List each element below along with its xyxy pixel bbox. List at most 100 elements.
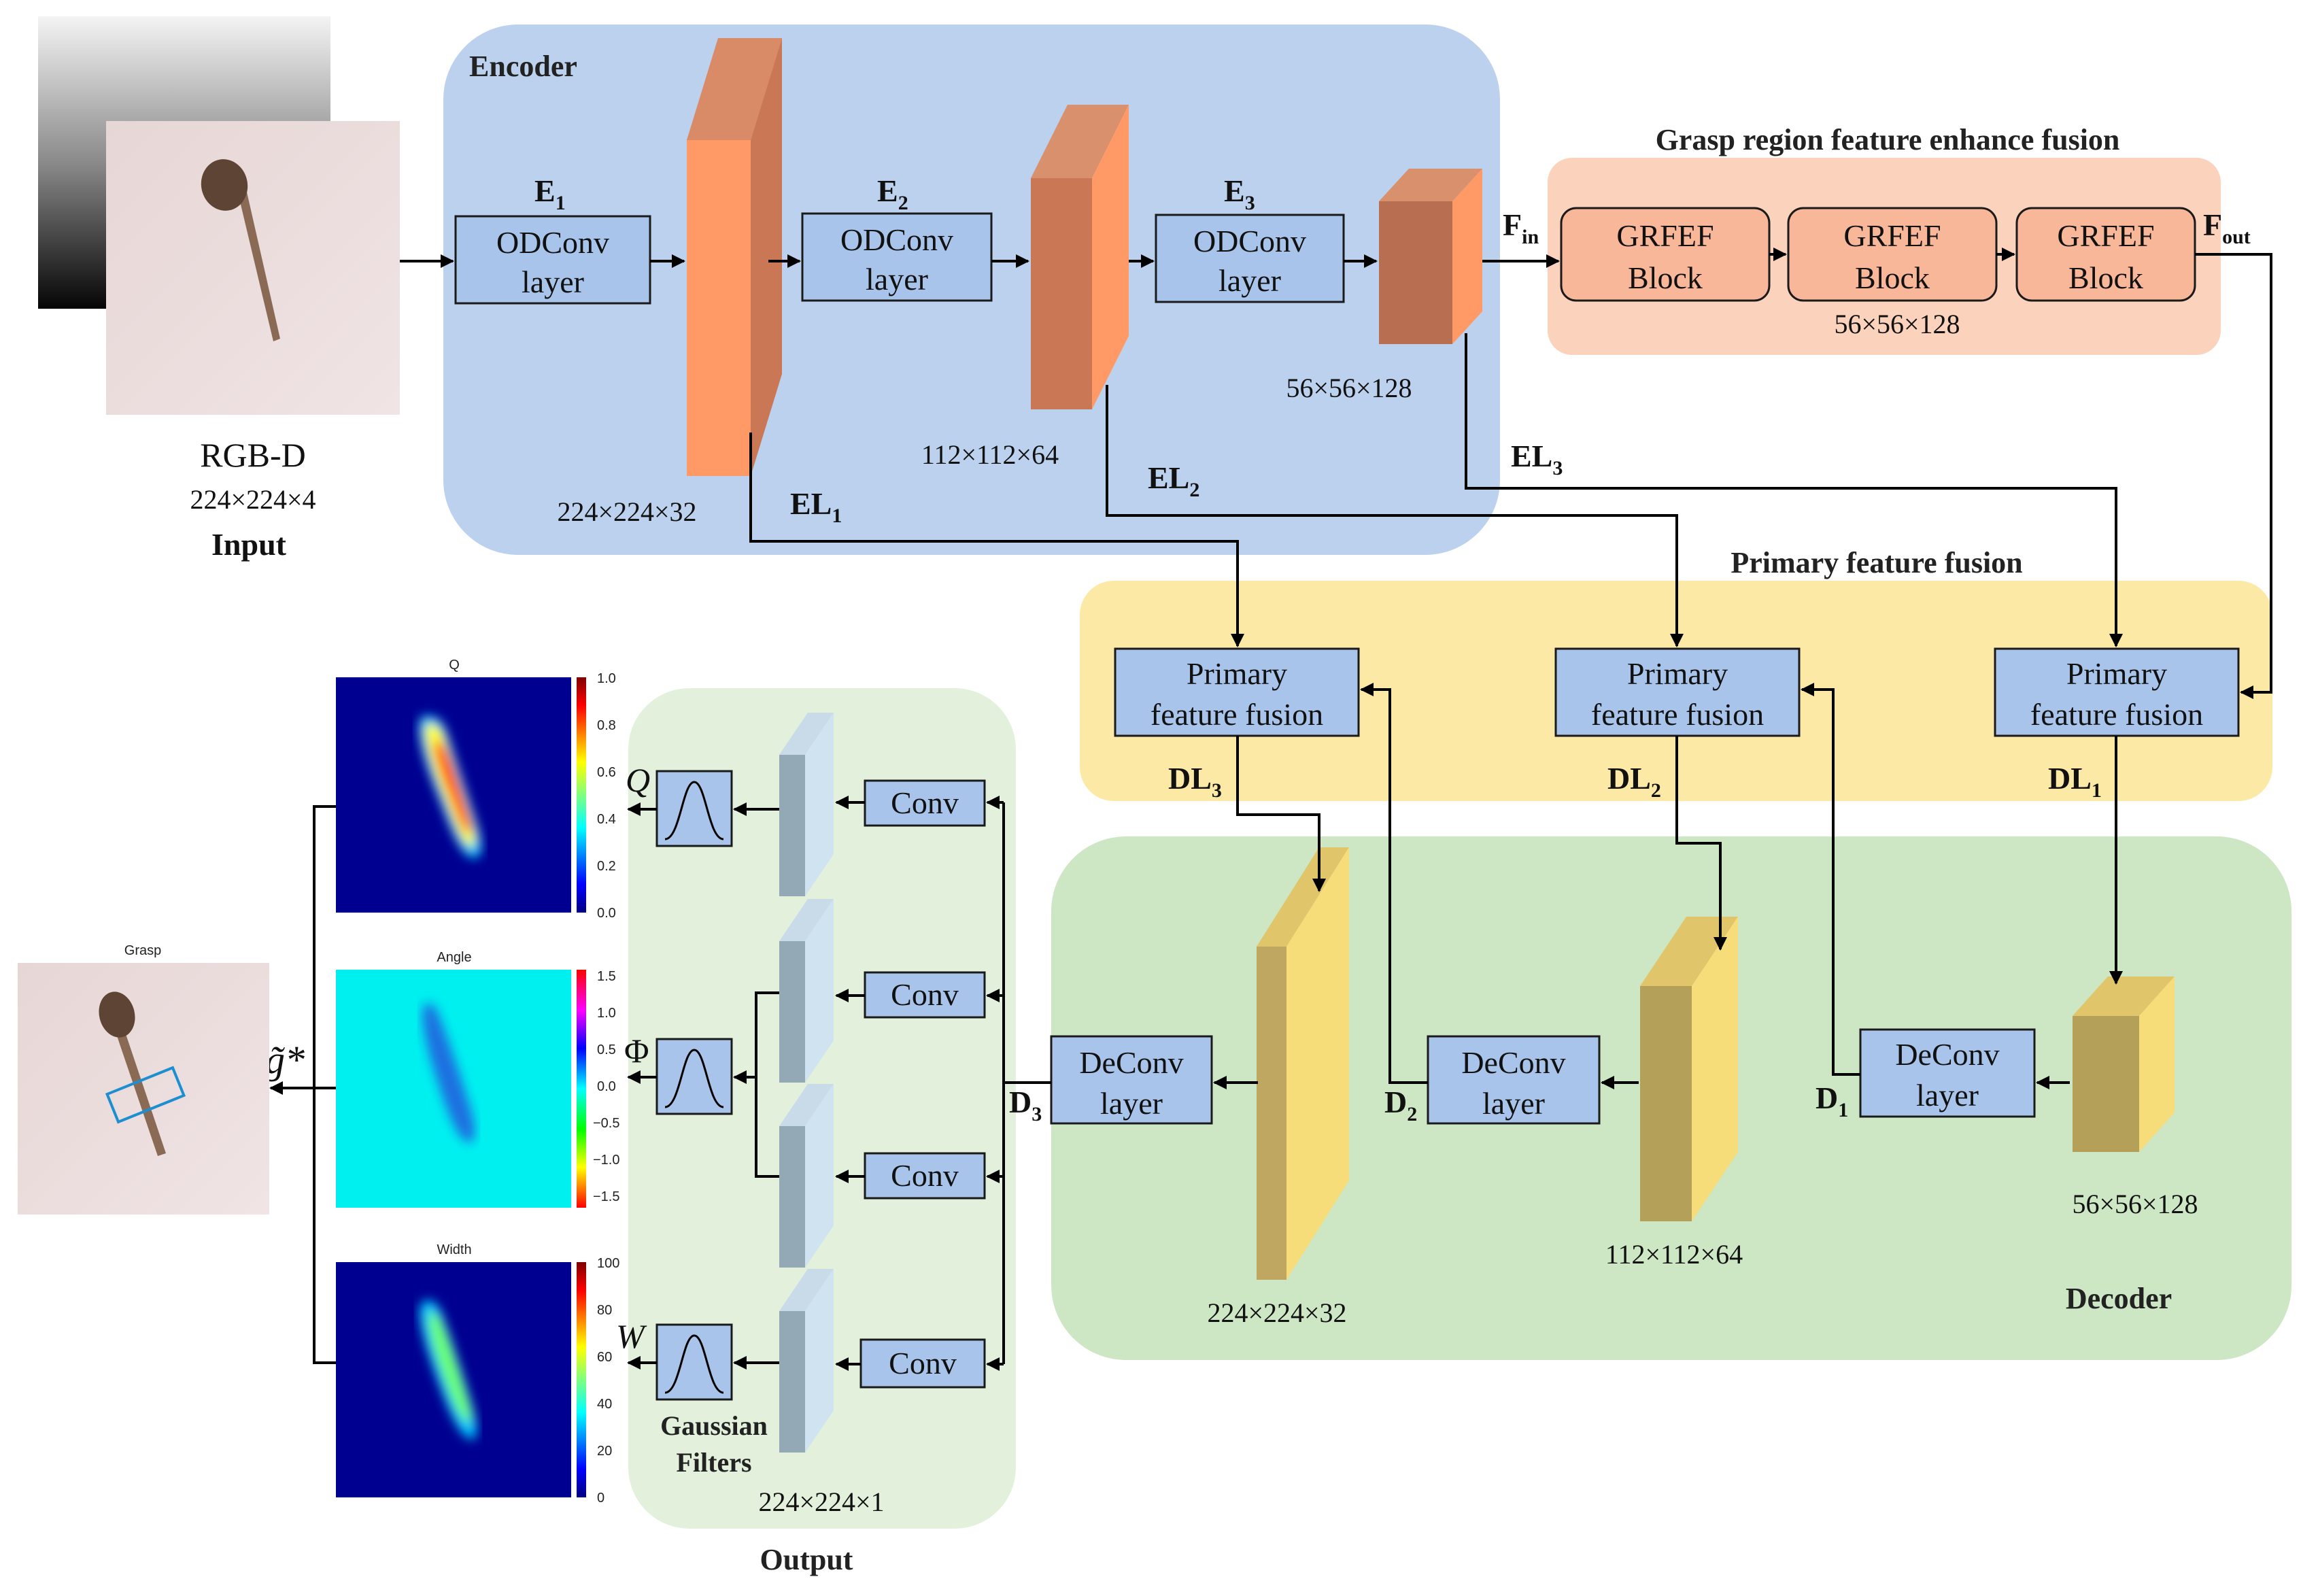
d3-label: D3 xyxy=(1009,1085,1042,1125)
decoder-dim-1: 224×224×32 xyxy=(1207,1297,1346,1328)
el3-label: EL3 xyxy=(1511,439,1563,479)
e3-label: E3 xyxy=(1224,173,1255,214)
grasp-rectangle xyxy=(105,1066,186,1124)
q-colorbar-ticks: 1.0 0.8 0.6 0.4 0.2 0.0 xyxy=(597,671,616,921)
fin-label: Fin xyxy=(1503,207,1539,248)
primary-fusion-3: Primary feature fusion xyxy=(1994,647,2240,737)
grasp-title: Grasp xyxy=(124,943,161,958)
svg-text:feature fusion: feature fusion xyxy=(1150,697,1323,732)
output-slab-3 xyxy=(779,1084,834,1268)
svg-text:Block: Block xyxy=(1855,260,1930,295)
svg-text:layer: layer xyxy=(1916,1078,1979,1113)
q-heatmap-title: Q xyxy=(449,658,460,673)
deconv-d1: DeConv layer xyxy=(1859,1028,2036,1118)
svg-text:Primary: Primary xyxy=(1627,656,1728,691)
svg-text:layer: layer xyxy=(1482,1086,1545,1121)
svg-text:80: 80 xyxy=(597,1303,612,1318)
svg-text:DeConv: DeConv xyxy=(1461,1045,1565,1080)
encoder-title: Encoder xyxy=(469,50,577,83)
width-heatmap: Width 100 80 60 40 20 0 xyxy=(336,1242,619,1506)
grfef-title: Grasp region feature enhance fusion xyxy=(1656,123,2120,156)
gaussian-filter-w xyxy=(655,1323,733,1401)
svg-text:0.2: 0.2 xyxy=(597,859,616,874)
svg-text:DeConv: DeConv xyxy=(1895,1037,1999,1072)
svg-text:60: 60 xyxy=(597,1350,612,1365)
svg-text:1.0: 1.0 xyxy=(597,671,616,686)
grfef-block-1: GRFEF Block xyxy=(1560,207,1771,302)
svg-text:Conv: Conv xyxy=(891,785,959,820)
decoder-dim-2: 112×112×64 xyxy=(1605,1239,1743,1270)
output-w-label: W xyxy=(616,1317,647,1355)
grasp-result: Grasp xyxy=(18,943,269,1215)
decoder-dim-3: 56×56×128 xyxy=(2072,1189,2198,1219)
d2-label: D2 xyxy=(1384,1085,1417,1125)
gaussian-filter-q xyxy=(655,770,733,847)
angle-colorbar-ticks: 1.5 1.0 0.5 0.0 −0.5 −1.0 −1.5 xyxy=(593,969,619,1204)
output-slab-2 xyxy=(779,899,834,1083)
output-slab-1 xyxy=(779,713,834,896)
gaussian-filter-phi xyxy=(655,1038,733,1115)
input-label: Input xyxy=(211,527,287,562)
encoder-dim-2: 112×112×64 xyxy=(921,439,1059,470)
svg-text:ODConv: ODConv xyxy=(1193,224,1306,258)
decoder-cube-1 xyxy=(1257,847,1349,1280)
deconv-d2: DeConv layer xyxy=(1427,1035,1601,1125)
input-title: RGB-D xyxy=(200,436,306,474)
d1-label: D1 xyxy=(1816,1081,1848,1121)
decoder-cube-3 xyxy=(2073,977,2175,1152)
output-title: Output xyxy=(760,1543,853,1576)
svg-text:0.6: 0.6 xyxy=(597,765,616,780)
output-conv-4: Conv xyxy=(859,1338,986,1389)
dl1-label: DL1 xyxy=(2048,761,2102,802)
odconv-e2: ODConv layer xyxy=(801,212,993,302)
svg-text:ODConv: ODConv xyxy=(496,225,609,260)
output-dims: 224×224×1 xyxy=(758,1487,884,1517)
input-dims: 224×224×4 xyxy=(190,484,316,515)
output-conv-1: Conv xyxy=(864,779,986,827)
decoder-title: Decoder xyxy=(2066,1282,2172,1315)
e1-label: E1 xyxy=(534,173,566,214)
grfef-block-2: GRFEF Block xyxy=(1787,207,1998,302)
svg-text:Conv: Conv xyxy=(891,1158,959,1193)
svg-text:layer: layer xyxy=(1100,1086,1163,1121)
svg-text:−0.5: −0.5 xyxy=(593,1116,619,1131)
e2-label: E2 xyxy=(877,173,908,214)
svg-text:Primary: Primary xyxy=(2066,656,2167,691)
output-g-label: g̃* xyxy=(265,1038,305,1082)
svg-text:Conv: Conv xyxy=(889,1346,957,1380)
svg-text:0: 0 xyxy=(597,1491,604,1506)
svg-text:ODConv: ODConv xyxy=(840,222,953,257)
input-images xyxy=(38,16,400,415)
svg-text:feature fusion: feature fusion xyxy=(2030,697,2203,732)
svg-text:0.8: 0.8 xyxy=(597,718,616,733)
primary-title: Primary feature fusion xyxy=(1731,546,2022,579)
svg-text:Conv: Conv xyxy=(891,977,959,1012)
output-conv-3: Conv xyxy=(864,1152,986,1200)
svg-text:Block: Block xyxy=(2068,260,2143,295)
gaussian-filters-line1: Gaussian xyxy=(660,1410,768,1441)
svg-text:−1.5: −1.5 xyxy=(593,1189,619,1204)
svg-text:40: 40 xyxy=(597,1397,612,1412)
encoder-cube-1 xyxy=(687,38,782,476)
svg-text:100: 100 xyxy=(597,1256,619,1271)
output-q-label: Q xyxy=(626,761,650,799)
width-heatmap-title: Width xyxy=(437,1242,471,1257)
el1-label: EL1 xyxy=(790,486,842,527)
encoder-cube-2 xyxy=(1031,105,1129,409)
output-phi-label: Φ xyxy=(624,1032,649,1070)
svg-text:1.0: 1.0 xyxy=(597,1006,616,1021)
svg-text:GRFEF: GRFEF xyxy=(2057,218,2154,253)
primary-fusion-2: Primary feature fusion xyxy=(1554,647,1801,737)
svg-text:0.4: 0.4 xyxy=(597,812,616,827)
svg-text:GRFEF: GRFEF xyxy=(1843,218,1941,253)
encoder-dim-3: 56×56×128 xyxy=(1286,373,1412,403)
dl3-label: DL3 xyxy=(1168,761,1222,802)
grfef-dims: 56×56×128 xyxy=(1834,309,1960,339)
decoder-cube-2 xyxy=(1640,917,1738,1221)
dl2-label: DL2 xyxy=(1607,761,1661,802)
svg-text:DeConv: DeConv xyxy=(1079,1045,1183,1080)
svg-text:0.0: 0.0 xyxy=(597,906,616,921)
primary-fusion-1: Primary feature fusion xyxy=(1114,647,1360,737)
svg-text:Block: Block xyxy=(1628,260,1703,295)
